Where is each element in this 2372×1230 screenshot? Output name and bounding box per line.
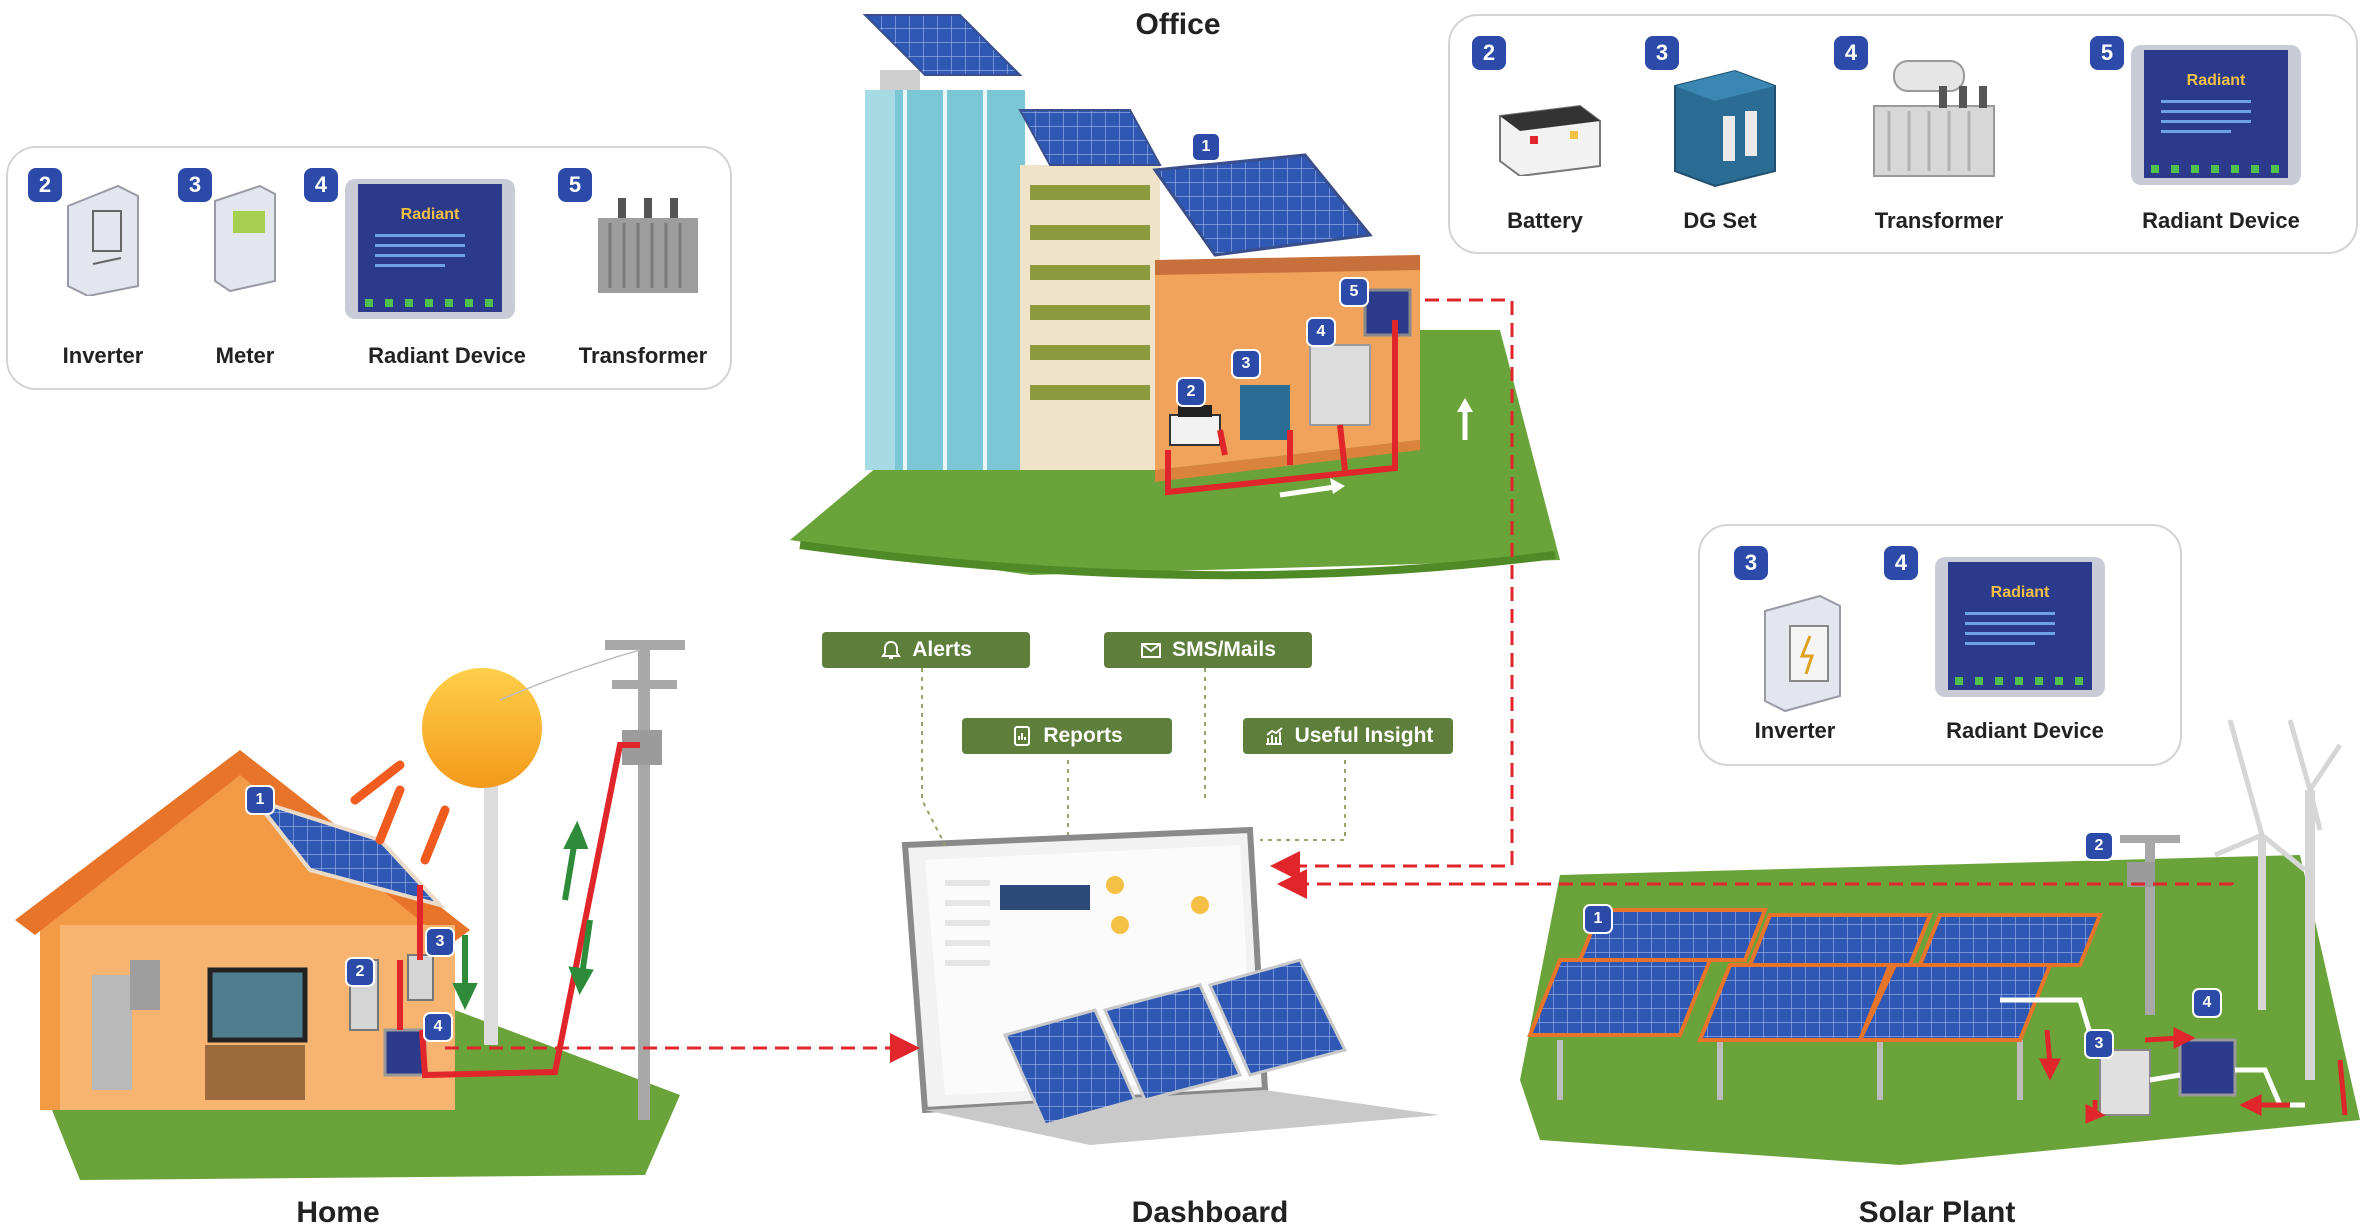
legend-label: Radiant Device [2142, 208, 2300, 233]
laptop-scene [901, 826, 1440, 1145]
legend-label: Battery [1507, 208, 1583, 233]
plant-legend: 3 Inverter 4 Radiant Radiant Device [1698, 524, 2182, 766]
inverter-icon [67, 184, 139, 296]
radiant-device-icon: Radiant [345, 179, 515, 319]
legend-item-meter: 3 Meter [150, 148, 340, 388]
home-scene [15, 640, 685, 1180]
legend-badge: 4 [1834, 36, 1868, 70]
legend-label: DG Set [1683, 208, 1757, 233]
legend-badge: 5 [558, 168, 592, 202]
radiant-device-icon: Radiant [1935, 557, 2105, 697]
legend-item-radiant-device: 4 Radiant Radiant Device [1884, 526, 2105, 764]
legend-item-transformer: 5 Transformer [548, 148, 738, 388]
solar-plant-title: Solar Plant [1858, 1196, 2016, 1229]
radiant-device-brand: Radiant [401, 206, 460, 223]
inverter-icon [1764, 594, 1841, 713]
legend-label: Transformer [1874, 208, 2004, 233]
office-legend: 2 Battery 3 DG Set 4 Transformer 5 [1448, 14, 2358, 254]
legend-label: Inverter [1754, 718, 1836, 743]
plant-marker-4: 4 [2192, 988, 2222, 1018]
home-title: Home [296, 1196, 380, 1229]
useful-insight-tag: Useful Insight [1243, 718, 1453, 754]
sms-mails-tag: SMS/Mails [1104, 632, 1312, 668]
reports-tag: Reports [962, 718, 1172, 754]
legend-item-inverter: 3 Inverter [1700, 526, 1890, 764]
reports-label: Reports [1043, 724, 1123, 747]
dashboard-title: Dashboard [1131, 1196, 1289, 1229]
transformer-icon [1873, 60, 1995, 177]
sms-mails-label: SMS/Mails [1172, 638, 1276, 661]
legend-badge: 3 [178, 168, 212, 202]
dg-set-icon [1674, 69, 1776, 188]
meter-icon [214, 184, 276, 293]
solar-plant-scene [1520, 719, 2360, 1165]
legend-label: Radiant Device [368, 343, 526, 368]
legend-badge: 3 [1734, 546, 1768, 580]
legend-badge: 4 [304, 168, 338, 202]
legend-item-battery: 2 Battery [1450, 16, 1640, 252]
legend-item-transformer: 4 Transformer [1834, 16, 2034, 252]
legend-item-radiant-device: 4 Radiant Radiant Device [304, 148, 542, 388]
radiant-device-icon: Radiant [2131, 45, 2301, 185]
battery-icon [1499, 104, 1601, 176]
legend-badge: 4 [1884, 546, 1918, 580]
radiant-device-brand: Radiant [2187, 72, 2246, 89]
legend-item-dg-set: 3 DG Set [1625, 16, 1815, 252]
office-marker-1: 1 [1191, 132, 1221, 162]
legend-badge: 3 [1645, 36, 1679, 70]
legend-label: Meter [215, 343, 275, 368]
plant-marker-2: 2 [2084, 831, 2114, 861]
radiant-device-brand: Radiant [1991, 584, 2050, 601]
data-flow-lines [445, 298, 2234, 1063]
legend-badge: 5 [2090, 36, 2124, 70]
plant-marker-1: 1 [1583, 904, 1613, 934]
insight-chart-icon [1265, 727, 1283, 745]
alerts-tag: Alerts [822, 632, 1030, 668]
home-legend: 2 Inverter 3 Meter 4 Radiant Radiant Dev… [6, 146, 732, 390]
tag-connectors [921, 668, 1346, 846]
legend-label: Inverter [62, 343, 144, 368]
mail-icon [1141, 643, 1162, 658]
home-marker-1: 1 [245, 785, 275, 815]
transformer-icon [598, 198, 698, 293]
office-scene [790, 14, 1560, 580]
legend-label: Transformer [578, 343, 708, 368]
legend-label: Radiant Device [1946, 718, 2104, 743]
legend-badge: 2 [28, 168, 62, 202]
bell-icon [881, 640, 902, 659]
legend-badge: 2 [1472, 36, 1506, 70]
office-marker-5: 5 [1339, 277, 1369, 307]
alerts-label: Alerts [912, 638, 972, 661]
office-title: Office [1135, 8, 1221, 41]
plant-marker-3: 3 [2084, 1029, 2114, 1059]
useful-insight-label: Useful Insight [1294, 724, 1434, 747]
home-marker-4: 4 [423, 1012, 453, 1042]
office-marker-2: 2 [1176, 377, 1206, 407]
legend-item-inverter: 2 Inverter [8, 148, 198, 388]
legend-item-radiant-device: 5 Radiant Radiant Device [2090, 16, 2301, 252]
office-marker-4: 4 [1306, 317, 1336, 347]
home-marker-2: 2 [345, 957, 375, 987]
office-marker-3: 3 [1231, 349, 1261, 379]
report-icon [1014, 726, 1031, 746]
home-marker-3: 3 [425, 927, 455, 957]
